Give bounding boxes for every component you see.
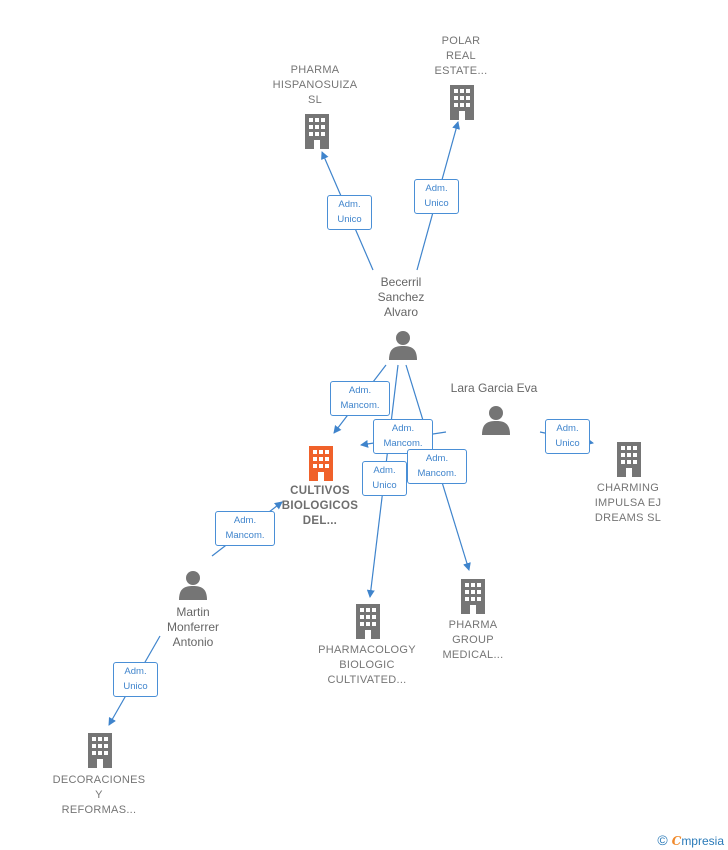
building-icon[interactable] <box>613 441 645 482</box>
person-icon[interactable] <box>481 405 511 440</box>
edge-label-adm-mancom[interactable]: Adm. Mancom. <box>215 511 275 546</box>
company-label-pharmacology-biologic[interactable]: PHARMACOLOGY BIOLOGIC CULTIVATED... <box>318 644 416 686</box>
building-icon[interactable] <box>352 603 384 644</box>
building-icon[interactable] <box>305 445 337 486</box>
copyright-icon: © <box>657 832 668 848</box>
edge-label-adm-mancom[interactable]: Adm. Mancom. <box>330 381 390 416</box>
edge-label-adm-unico[interactable]: Adm. Unico <box>327 195 372 230</box>
edge-label-adm-unico[interactable]: Adm. Unico <box>545 419 590 454</box>
company-label-charming-impulsa[interactable]: CHARMING IMPULSA EJ DREAMS SL <box>594 482 662 524</box>
person-label-becerril[interactable]: Becerril Sanchez Alvaro <box>377 275 425 319</box>
company-label-pharma-group-medical[interactable]: PHARMA GROUP MEDICAL... <box>442 619 504 661</box>
brand-footer: ©Cmpresia <box>657 832 724 848</box>
company-label-polar-real-estate[interactable]: POLAR REAL ESTATE... <box>434 35 488 77</box>
person-icon[interactable] <box>178 570 208 605</box>
building-icon[interactable] <box>457 578 489 619</box>
company-label-decoraciones-reformas[interactable]: DECORACIONES Y REFORMAS... <box>52 774 146 816</box>
edge-label-adm-mancom[interactable]: Adm. Mancom. <box>407 449 467 484</box>
person-icon[interactable] <box>388 330 418 365</box>
edge-label-adm-mancom[interactable]: Adm. Mancom. <box>373 419 433 454</box>
edge-label-adm-unico[interactable]: Adm. Unico <box>414 179 459 214</box>
building-icon[interactable] <box>446 84 478 125</box>
edge-label-adm-unico[interactable]: Adm. Unico <box>362 461 407 496</box>
company-label-pharma-hispanosuiza[interactable]: PHARMA HISPANOSUIZA SL <box>272 64 358 106</box>
brand-name: mpresia <box>681 834 724 848</box>
company-label-cultivos-biologicos[interactable]: CULTIVOS BIOLOGICOS DEL... <box>281 485 359 527</box>
building-icon[interactable] <box>301 113 333 154</box>
person-label-lara[interactable]: Lara Garcia Eva <box>450 381 538 395</box>
edge-label-adm-unico[interactable]: Adm. Unico <box>113 662 158 697</box>
building-icon[interactable] <box>84 732 116 773</box>
brand-initial: C <box>671 834 682 848</box>
person-label-martin[interactable]: Martin Monferrer Antonio <box>166 605 219 649</box>
